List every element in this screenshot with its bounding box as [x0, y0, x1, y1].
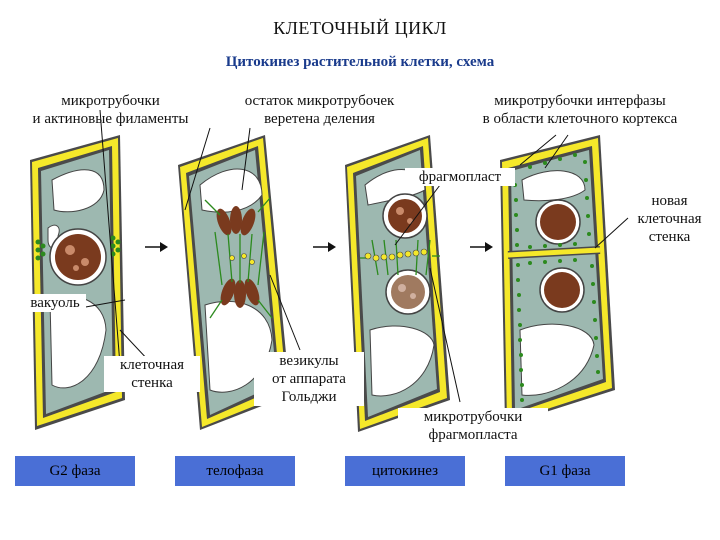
label-phragmoplast-microtubules: микротрубочки фрагмопласта: [398, 408, 548, 444]
phase-telophase: телофаза: [175, 456, 295, 486]
phase-g1: G1 фаза: [505, 456, 625, 486]
phase-cytokinesis: цитокинез: [345, 456, 465, 486]
label-vacuole: вакуоль: [24, 294, 86, 312]
label-new-cell-wall: новая клеточная стенка: [637, 193, 702, 245]
label-spindle-remnant: остаток микротрубочек веретена деления: [244, 93, 395, 127]
label-interphase-microtubules: микротрубочки интерфазы в области клеточ…: [482, 93, 678, 127]
cell-g1: [500, 135, 615, 425]
diagram-title: КЛЕТОЧНЫЙ ЦИКЛ: [273, 18, 447, 38]
cell-g2: [30, 135, 125, 430]
label-microtubules-actin: микротрубочки и актиновые филаменты: [32, 93, 189, 127]
diagram-subtitle: Цитокинез растительной клетки, схема: [225, 54, 495, 70]
label-phragmoplast: фрагмопласт: [405, 168, 515, 186]
phase-g2: G2 фаза: [15, 456, 135, 486]
label-golgi-vesicles: везикулы от аппарата Гольджи: [254, 352, 364, 406]
label-cell-wall: клеточная стенка: [104, 356, 200, 392]
